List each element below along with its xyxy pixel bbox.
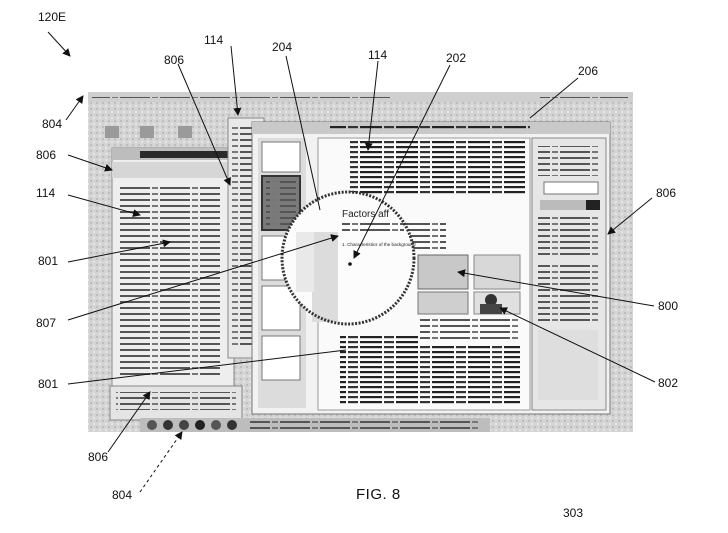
ref-807: 807 (36, 316, 57, 330)
dock-icon (227, 420, 237, 430)
left-window-toolbar (112, 162, 234, 178)
toolbar-icon (105, 126, 119, 138)
left-document-window (111, 147, 235, 387)
dock-icon (179, 420, 189, 430)
ref-804-bottom: 804 (112, 488, 133, 502)
leader-206 (529, 77, 579, 119)
leader-120e (47, 31, 71, 57)
menu-bar-status (540, 95, 628, 98)
page-number: 303 (563, 506, 584, 520)
ref-806-right: 806 (656, 186, 677, 200)
ref-114-top: 114 (204, 33, 224, 47)
leader-114-top (230, 45, 242, 116)
leader-806-top (177, 63, 231, 186)
screen-capture: Factors aff 1. Characteristics of the ba… (88, 92, 633, 432)
leader-806-bottom (107, 391, 151, 453)
ref-806-left: 806 (36, 148, 57, 162)
left-window-text (120, 186, 220, 376)
ref-801-upper: 801 (38, 254, 59, 268)
ref-802: 802 (658, 376, 679, 390)
leader-800 (457, 269, 655, 307)
ref-204: 204 (272, 40, 293, 54)
leader-lines (47, 31, 656, 493)
ref-206: 206 (578, 64, 599, 78)
leader-114-left (67, 194, 141, 217)
ref-806-bottom: 806 (88, 450, 109, 464)
left-window-title-block (140, 151, 230, 158)
lens-center-point (348, 262, 352, 266)
ref-801-lower: 801 (38, 377, 59, 391)
ref-114-left: 114 (36, 186, 56, 200)
leader-806-left (67, 154, 113, 172)
ref-804-top: 804 (42, 117, 63, 131)
toolbar-icon (140, 126, 154, 138)
figure-caption: FIG. 8 (356, 486, 401, 503)
leader-807 (67, 234, 339, 321)
magnifier-lens: Factors aff 1. Characteristics of the ba… (280, 190, 416, 326)
dock-icon (163, 420, 173, 430)
dock (140, 418, 490, 432)
dock-icon (211, 420, 221, 430)
dock-icon (195, 420, 205, 430)
leader-804-bottom (139, 431, 183, 493)
ref-800: 800 (658, 299, 679, 313)
leader-202 (353, 64, 451, 259)
menu-bar-text (92, 95, 392, 98)
leader-804-top (65, 95, 84, 121)
leader-802 (499, 307, 656, 383)
page-text-bottom-left (340, 336, 420, 406)
ref-202: 202 (446, 51, 467, 65)
leader-801-lower (67, 349, 347, 385)
ref-806-top: 806 (164, 53, 185, 67)
page-text-bottom-right (420, 344, 520, 404)
lower-left-window (109, 385, 243, 421)
lens-heading: Factors aff (342, 209, 389, 220)
ref-114-center: 114 (368, 48, 388, 62)
dock-icon (147, 420, 157, 430)
image-thumb-802 (485, 294, 497, 306)
leader-204 (285, 55, 321, 211)
lens-ring (280, 190, 416, 326)
leader-114-center (364, 60, 379, 151)
leader-801-upper (67, 239, 171, 263)
lens-list-item: 1. Characteristics of the background (342, 242, 416, 247)
page-text-top (350, 140, 525, 196)
ref-120e: 120E (38, 10, 67, 24)
toolbar-icon (178, 126, 192, 138)
leader-806-right (607, 197, 653, 235)
